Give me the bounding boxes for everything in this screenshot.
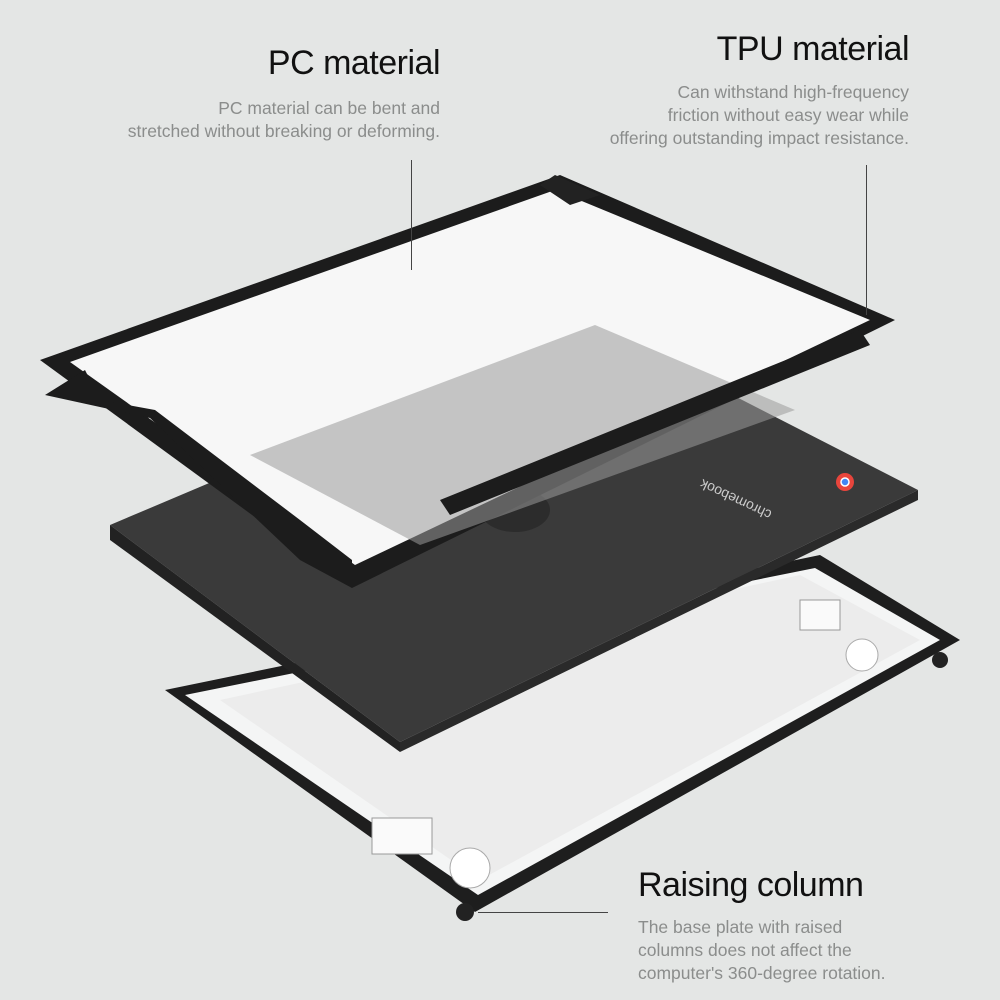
tpu-material-title: TPU material [716,30,910,68]
raising-column-description: The base plate with raised columns does … [638,917,886,983]
bottom-case [165,555,960,921]
top-case [40,175,895,588]
pc-material-description: PC material can be bent and stretched wi… [127,98,440,141]
tpu-material-description: Can withstand high-frequency friction wi… [609,82,909,148]
tpu-callout-line [866,165,867,315]
pc-callout-line [411,160,412,270]
pc-material-title: PC material [267,44,441,82]
raising-column-title: Raising column [638,866,864,904]
column-callout-line [478,912,608,913]
